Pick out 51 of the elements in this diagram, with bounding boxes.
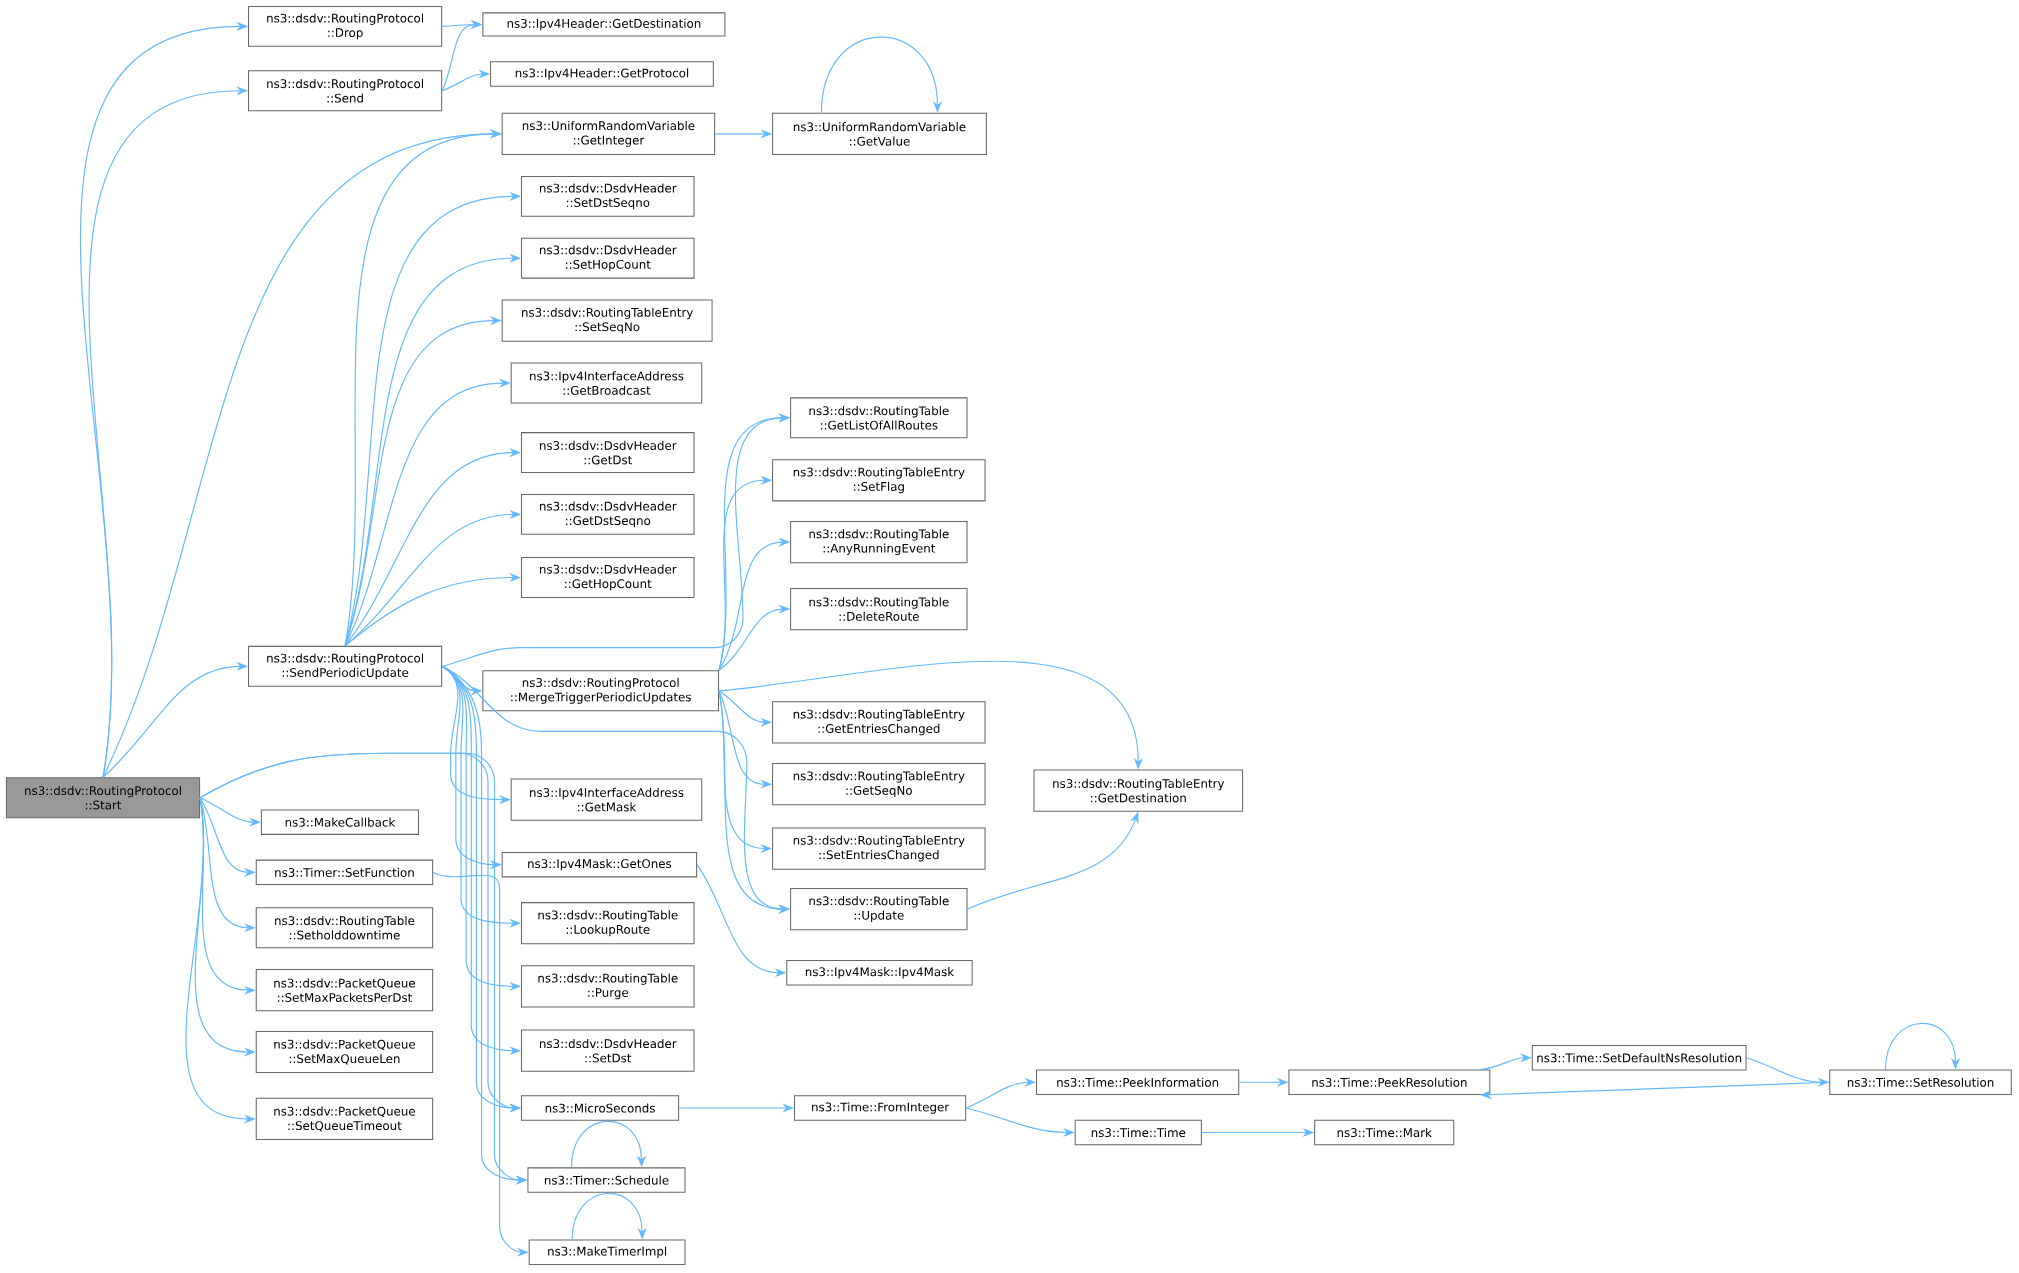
function-box: ns3::dsdv::PacketQueue ::SetQueueTimeout — [255, 1097, 434, 1140]
arrow — [820, 36, 943, 114]
function-box: ns3::Ipv4Mask::Ipv4Mask — [786, 959, 973, 986]
function-box: ns3::dsdv::RoutingTable ::Setholddowntime — [255, 907, 434, 948]
function-box: ns3::UniformRandomVariable ::GetValue — [772, 112, 987, 155]
function-box: ns3::dsdv::RoutingProtocol ::Start — [5, 777, 201, 818]
function-box: ns3::dsdv::RoutingTableEntry ::GetEntriesChanged — [772, 701, 986, 744]
function-box: ns3::Ipv4Header::GetDestination — [482, 12, 726, 37]
function-box: ns3::dsdv::RoutingProtocol ::Drop — [248, 5, 443, 47]
function-box: ns3::dsdv::RoutingTable ::GetListOfAllRoutes — [790, 397, 968, 439]
function-box: ns3::Ipv4Header::GetProtocol — [490, 61, 714, 87]
function-box: ns3::Ipv4Mask::GetOnes — [501, 851, 698, 878]
function-box: ns3::dsdv::DsdvHeader ::GetHopCount — [521, 556, 695, 598]
function-box: ns3::dsdv::RoutingTableEntry ::SetSeqNo — [501, 299, 713, 342]
function-box: ns3::dsdv::RoutingTableEntry ::GetDestination — [1033, 769, 1244, 812]
function-box: ns3::Time::PeekInformation — [1036, 1069, 1240, 1095]
function-box: ns3::dsdv::RoutingProtocol ::Send — [248, 70, 443, 112]
function-box: ns3::dsdv::RoutingProtocol ::MergeTriggerPeriodicUpdates — [482, 670, 720, 712]
arrow — [571, 1192, 647, 1240]
function-box: ns3::dsdv::DsdvHeader ::GetDstSeqno — [521, 493, 695, 535]
function-box: ns3::dsdv::DsdvHeader ::SetHopCount — [521, 237, 695, 279]
function-box: ns3::Timer::Schedule — [527, 1167, 686, 1193]
function-box: ns3::Time::SetResolution — [1829, 1069, 2012, 1095]
function-box: ns3::MicroSeconds — [521, 1095, 680, 1121]
function-box: ns3::Time::SetDefaultNsResolution — [1531, 1044, 1747, 1071]
function-box: ns3::dsdv::RoutingTableEntry ::SetEntriesChanged — [772, 827, 986, 870]
function-box: ns3::dsdv::DsdvHeader ::GetDst — [521, 431, 695, 473]
function-box: ns3::MakeTimerImpl — [528, 1239, 686, 1265]
function-box: ns3::dsdv::RoutingTableEntry ::SetFlag — [772, 458, 986, 502]
function-box: ns3::dsdv::DsdvHeader ::SetDst — [521, 1029, 695, 1072]
function-box: ns3::dsdv::DsdvHeader ::SetDstSeqno — [521, 175, 695, 217]
function-box: ns3::dsdv::RoutingProtocol ::SendPeriodicUpdate — [248, 645, 443, 687]
function-box: ns3::dsdv::PacketQueue ::SetMaxQueueLen — [255, 1030, 434, 1073]
function-box: ns3::dsdv::PacketQueue ::SetMaxPacketsPerDst — [255, 968, 434, 1012]
function-box: ns3::dsdv::RoutingTable ::AnyRunningEvent — [790, 520, 968, 563]
function-box: ns3::dsdv::RoutingTable ::LookupRoute — [521, 901, 695, 945]
function-box: ns3::Ipv4InterfaceAddress ::GetBroadcast — [510, 362, 703, 404]
function-box: ns3::Timer::SetFunction — [255, 859, 434, 885]
function-box: ns3::dsdv::RoutingTable ::Purge — [521, 965, 695, 1008]
function-box: ns3::dsdv::RoutingTable ::Update — [790, 887, 968, 930]
function-box: ns3::Ipv4InterfaceAddress ::GetMask — [510, 778, 703, 821]
function-box: ns3::dsdv::RoutingTable ::DeleteRoute — [790, 587, 968, 630]
arrow — [570, 1120, 647, 1168]
function-box: ns3::MakeCallback — [260, 809, 419, 835]
function-box: ns3::Time::Time — [1074, 1119, 1202, 1145]
function-box: ns3::Time::FromInteger — [793, 1095, 967, 1121]
function-box: ns3::UniformRandomVariable ::GetInteger — [501, 112, 716, 155]
arrow — [1884, 1022, 1961, 1070]
function-box: ns3::dsdv::RoutingTableEntry ::GetSeqNo — [772, 762, 986, 806]
function-box: ns3::Time::Mark — [1314, 1119, 1455, 1145]
function-box: ns3::Time::PeekResolution — [1288, 1069, 1491, 1095]
